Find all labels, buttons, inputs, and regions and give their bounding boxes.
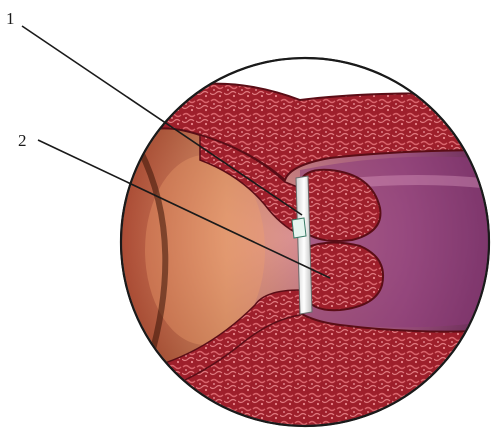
magnified-view	[120, 58, 500, 428]
lower-tissue-lobe	[302, 242, 384, 310]
callout-label-1: 1	[6, 9, 15, 28]
clip-tip	[292, 218, 306, 238]
callout-label-2: 2	[18, 131, 27, 150]
